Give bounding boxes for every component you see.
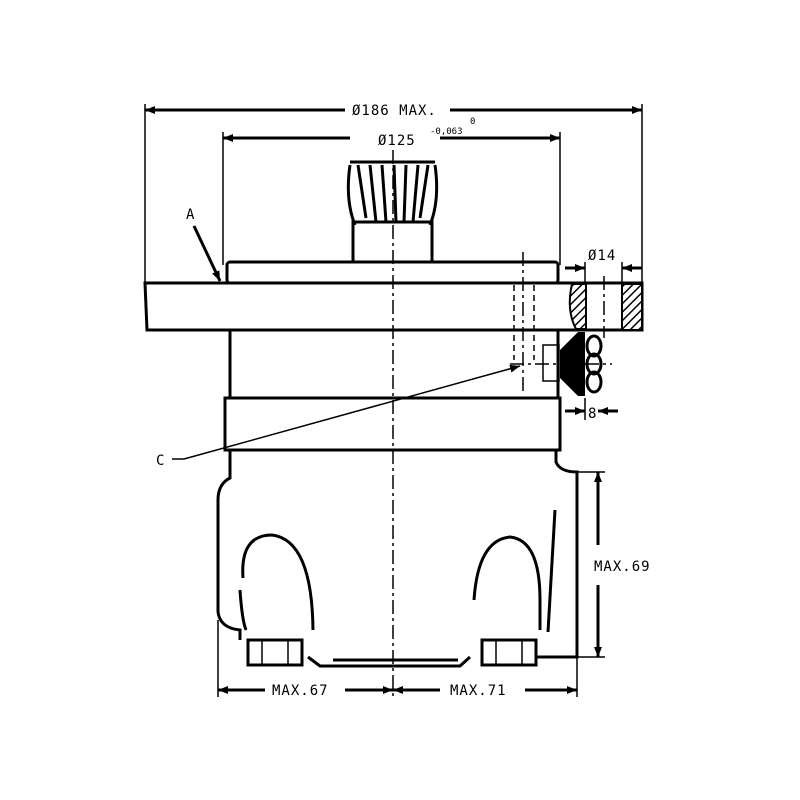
label-c: C bbox=[156, 453, 165, 469]
height-label: MAX.69 bbox=[594, 559, 651, 575]
mounting-flange bbox=[143, 252, 644, 395]
tolerance-lower: -0,063 bbox=[430, 127, 463, 137]
port-depth-dimension: 8 bbox=[565, 398, 618, 422]
port-a bbox=[238, 533, 315, 631]
port-depth-label: 8 bbox=[588, 406, 597, 422]
housing-edge bbox=[546, 509, 557, 633]
flange-diameter-label: Ø186 MAX. bbox=[352, 103, 437, 119]
height-dimension: MAX.69 bbox=[577, 471, 651, 658]
hole-diameter-dimension: Ø14 bbox=[565, 248, 642, 283]
pilot-diameter-label: Ø125 bbox=[378, 133, 416, 149]
leader-a: A bbox=[186, 207, 222, 282]
port-b bbox=[472, 535, 542, 630]
label-a: A bbox=[186, 207, 195, 223]
upper-body bbox=[228, 330, 560, 398]
tolerance-upper: 0 bbox=[470, 117, 475, 127]
right-dimension-label: MAX.71 bbox=[450, 683, 507, 699]
splined-shaft bbox=[346, 160, 439, 264]
left-dimension-label: MAX.67 bbox=[272, 683, 329, 699]
hole-diameter-label: Ø14 bbox=[588, 248, 616, 264]
flange-diameter-dimension: Ø186 MAX. bbox=[144, 103, 643, 283]
bolt-left bbox=[246, 638, 304, 667]
housing-band bbox=[223, 396, 562, 452]
leader-c: C bbox=[156, 364, 521, 469]
drain-port-fitting bbox=[510, 332, 612, 396]
bolt-right bbox=[480, 638, 538, 667]
bottom-dimensions: MAX.67 MAX.71 bbox=[217, 620, 578, 699]
pilot-diameter-dimension: Ø125 0 -0,063 bbox=[222, 117, 561, 265]
lower-housing bbox=[216, 450, 579, 668]
